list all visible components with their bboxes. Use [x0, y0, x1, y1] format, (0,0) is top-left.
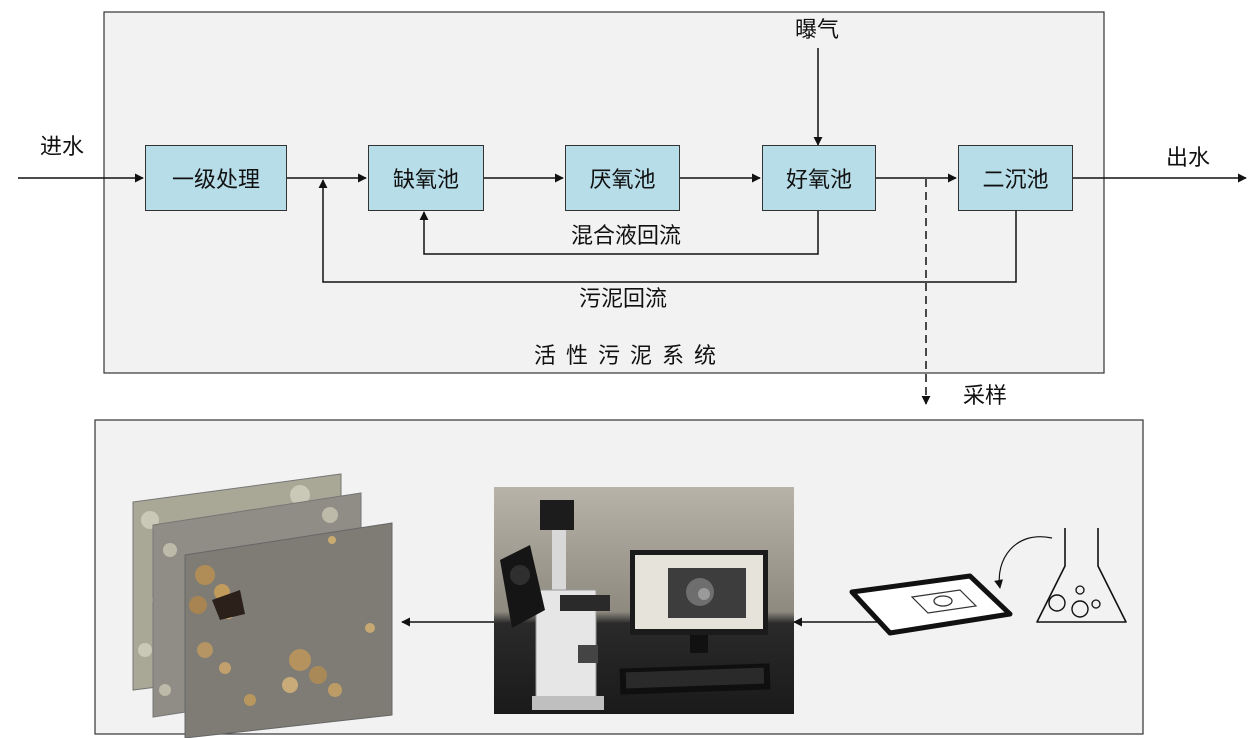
- micrograph-stack: [132, 473, 393, 738]
- sample-flask-icon: [1036, 528, 1127, 623]
- sludge-flocs: [189, 536, 375, 706]
- microscope-workstation-photo: [494, 487, 794, 714]
- transfer-curve-arrow: [994, 536, 1053, 589]
- system-label: 活性污泥系统: [533, 344, 727, 369]
- influent-label: 进水: [40, 135, 85, 160]
- sludge-return-line: [318, 179, 1017, 283]
- anaerobic-tank-box: 厌氧池: [565, 145, 680, 211]
- aerobic-tank-box: 好氧池: [762, 145, 876, 211]
- sludge-return-label: 污泥回流: [578, 287, 668, 312]
- effluent-label: 出水: [1166, 146, 1211, 171]
- aeration-label: 曝气: [794, 18, 840, 43]
- mixed-liquor-return-label: 混合液回流: [570, 224, 682, 249]
- anoxic-tank-box: 缺氧池: [368, 145, 484, 211]
- secondary-clarifier-box: 二沉池: [958, 145, 1073, 211]
- mixed-liquor-return-line: [419, 211, 819, 255]
- primary-treatment-box: 一级处理: [145, 145, 287, 211]
- sampling-label: 采样: [963, 384, 1008, 409]
- microscope-slide: [849, 573, 1013, 636]
